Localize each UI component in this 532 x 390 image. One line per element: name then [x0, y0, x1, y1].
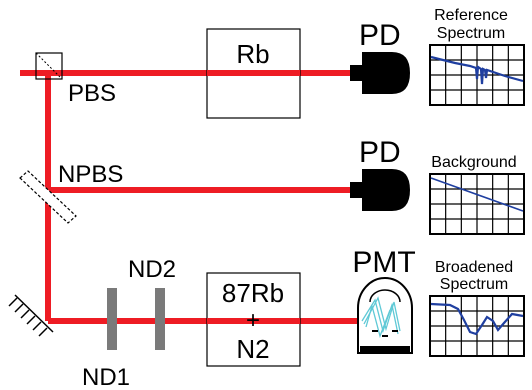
pd-top-label: PD: [359, 19, 401, 52]
photodetector-middle-icon: [350, 169, 410, 211]
pmt-icon: [357, 277, 413, 354]
nd2-label: ND2: [128, 256, 176, 283]
broadened-screen: [429, 295, 525, 357]
reference-trace: [430, 55, 524, 85]
npbs-plate: [19, 170, 77, 224]
reference-title-1: Reference: [434, 7, 508, 24]
photodetector-top-icon: [350, 52, 410, 94]
reference-title-2: Spectrum: [437, 25, 505, 42]
laser-beams: [20, 70, 358, 324]
background-screen: [429, 173, 525, 235]
pbs-cube: [35, 52, 63, 80]
cell2-line3: N2: [236, 334, 269, 364]
nd1-label: ND1: [82, 364, 130, 390]
broadened-trace: [430, 302, 524, 336]
cell2-line2: +: [246, 307, 260, 334]
nd1-filter: [107, 288, 117, 350]
nd2-filter: [155, 288, 165, 350]
pbs-label: PBS: [68, 80, 116, 107]
rb-cell-label: Rb: [236, 39, 269, 69]
cell2-line1: 87Rb: [222, 278, 284, 308]
pmt-label: PMT: [352, 246, 415, 279]
pd-mid-label: PD: [359, 136, 401, 169]
broadened-title-1: Broadened: [435, 259, 513, 276]
npbs-label: NPBS: [58, 161, 123, 188]
background-title: Background: [431, 154, 516, 171]
broadened-title-2: Spectrum: [440, 276, 508, 293]
mirror: [8, 294, 54, 337]
background-trace: [430, 177, 524, 212]
